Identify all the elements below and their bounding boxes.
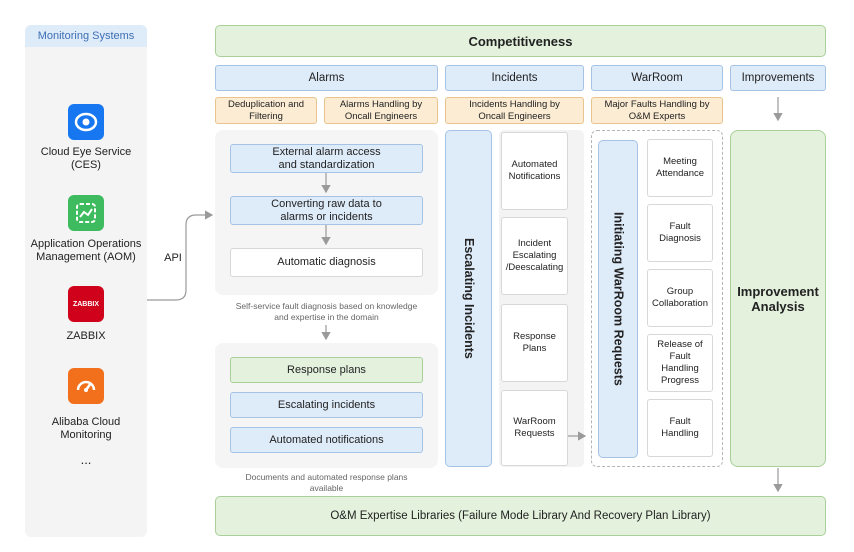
improvements-header: Improvements	[730, 65, 826, 91]
warroom-item-release-progress: Release of Fault Handling Progress	[647, 334, 713, 392]
incidents-oncall-box: Incidents Handling by Oncall Engineers	[445, 97, 584, 124]
initiating-warroom-column: Initiating WarRoom Requests	[598, 140, 638, 458]
aom-icon	[68, 195, 104, 231]
zabbix-logo: ZABBIX	[68, 286, 104, 322]
alibaba-label: Alibaba Cloud Monitoring	[51, 416, 121, 441]
incident-item-notifications: Automated Notifications	[501, 132, 568, 210]
monitoring-systems-title: Monitoring Systems	[25, 25, 147, 47]
eye-icon	[68, 104, 104, 140]
competitiveness-banner: Competitiveness	[215, 25, 826, 57]
om-expertise-libraries-banner: O&M Expertise Libraries (Failure Mode Li…	[215, 496, 826, 536]
warroom-item-group-collab: Group Collaboration	[647, 269, 713, 327]
incidents-header: Incidents	[445, 65, 584, 91]
alarms-oncall-box: Alarms Handling by Oncall Engineers	[324, 97, 438, 124]
alarm-step-converting: Converting raw data to alarms or inciden…	[230, 196, 423, 225]
escalating-incidents-label: Escalating Incidents	[462, 238, 476, 359]
api-label: API	[164, 251, 182, 264]
alarm-step-access: External alarm access and standardizatio…	[230, 144, 423, 173]
incident-item-escalating: Incident Escalating /Deescalating	[501, 217, 568, 295]
aom-label: Application Operations Management (AOM)	[30, 238, 142, 263]
alarm-step-diagnosis: Automatic diagnosis	[230, 248, 423, 277]
more-systems-ellipsis: ...	[80, 451, 92, 467]
warroom-item-fault-handling: Fault Handling	[647, 399, 713, 457]
dedup-filtering-box: Deduplication and Filtering	[215, 97, 317, 124]
warroom-item-fault-diagnosis: Fault Diagnosis	[647, 204, 713, 262]
incident-item-response-plans: Response Plans	[501, 304, 568, 382]
ces-label: Cloud Eye Service (CES)	[40, 146, 132, 171]
warroom-header: WarRoom	[591, 65, 723, 91]
warroom-dashed-panel	[591, 130, 723, 467]
api-arrow	[147, 210, 214, 301]
zabbix-label: ZABBIX	[66, 329, 106, 342]
documents-note: Documents and automated response plans a…	[245, 472, 408, 493]
escalating-incidents-column: Escalating Incidents	[445, 130, 492, 467]
incident-item-warroom-requests: WarRoom Requests	[501, 390, 568, 466]
escalating-incidents-box: Escalating incidents	[230, 392, 423, 418]
response-plans-box: Response plans	[230, 357, 423, 383]
improvement-analysis-box: Improvement Analysis	[730, 130, 826, 467]
self-service-note: Self-service fault diagnosis based on kn…	[235, 301, 418, 322]
initiating-warroom-label: Initiating WarRoom Requests	[611, 212, 626, 386]
major-faults-box: Major Faults Handling by O&M Experts	[591, 97, 723, 124]
alarms-header: Alarms	[215, 65, 438, 91]
warroom-item-meeting: Meeting Attendance	[647, 139, 713, 197]
automated-notifications-box: Automated notifications	[230, 427, 423, 453]
gauge-icon	[68, 368, 104, 404]
